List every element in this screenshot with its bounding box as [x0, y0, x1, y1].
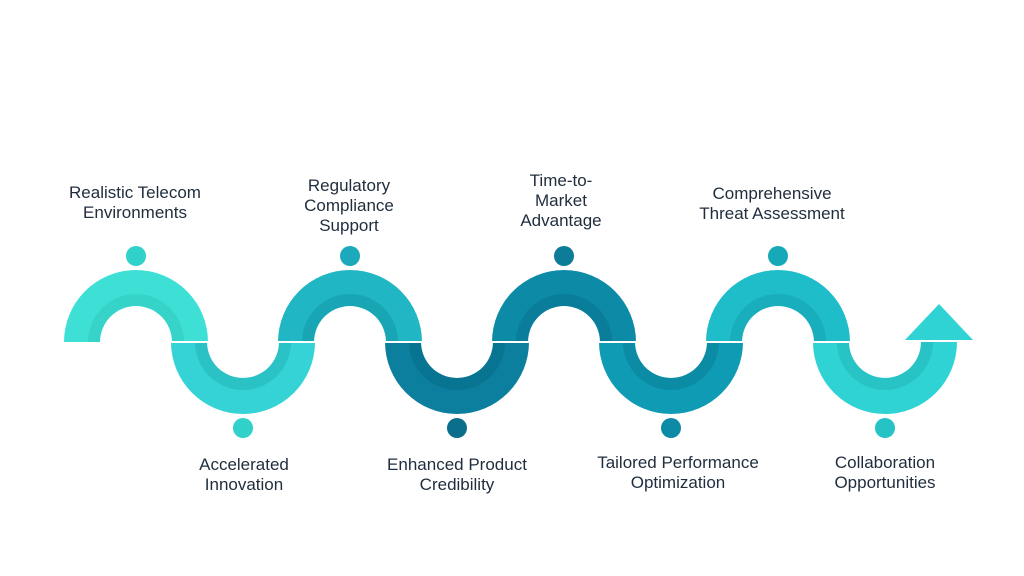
segment-joint-3 [367, 341, 440, 343]
milestone-label-8: Collaboration Opportunities [834, 453, 936, 492]
milestone-label-3: Regulatory Compliance Support [304, 176, 394, 235]
milestone-label-7: Comprehensive Threat Assessment [699, 184, 845, 223]
milestone-label-5: Time-to- Market Advantage [520, 171, 602, 230]
wave-segment-shade-5 [516, 294, 612, 342]
segment-joint-5 [581, 341, 654, 343]
milestone-label-6: Tailored Performance Optimization [597, 453, 759, 492]
milestone-dot-1 [126, 246, 146, 266]
milestone-label-1: Realistic Telecom Environments [69, 183, 201, 222]
wave-segment-shade-4 [409, 342, 505, 390]
milestone-dot-6 [661, 418, 681, 438]
wave-segment-shade-1 [88, 294, 184, 342]
milestone-dot-3 [340, 246, 360, 266]
segment-joint-7 [795, 341, 868, 343]
arrow-head-icon [905, 304, 973, 340]
wave-segment-shade-7 [730, 294, 826, 342]
wave-segment-shade-8 [837, 342, 933, 390]
segment-joint-6 [688, 341, 761, 343]
milestone-dot-4 [447, 418, 467, 438]
milestone-dot-5 [554, 246, 574, 266]
milestone-dot-7 [768, 246, 788, 266]
wave-segment-shade-3 [302, 294, 398, 342]
wave-segment-shade-2 [195, 342, 291, 390]
milestone-label-2: Accelerated Innovation [199, 455, 289, 494]
segment-joint-2 [260, 341, 333, 343]
milestone-dot-2 [233, 418, 253, 438]
wave-segment-shade-6 [623, 342, 719, 390]
milestone-label-4: Enhanced Product Credibility [387, 455, 527, 494]
segment-joint-4 [474, 341, 547, 343]
milestone-dot-8 [875, 418, 895, 438]
segment-joint-1 [153, 341, 226, 343]
